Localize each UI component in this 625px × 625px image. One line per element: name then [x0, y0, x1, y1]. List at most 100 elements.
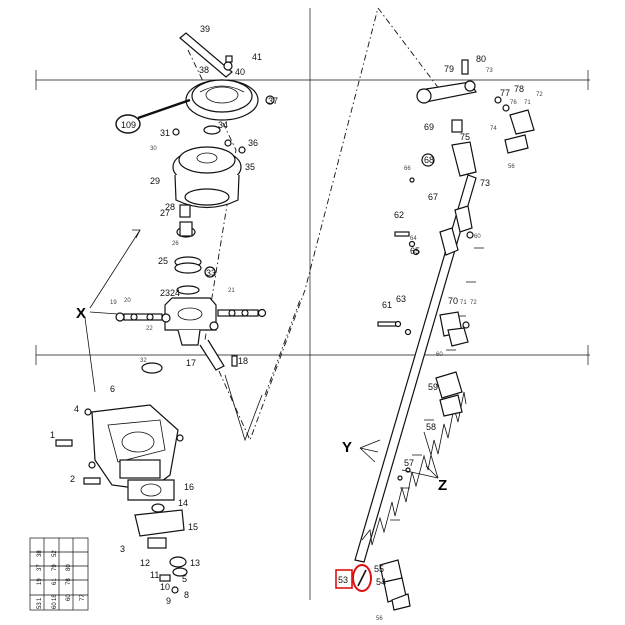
callout-56b: 56 [508, 164, 515, 170]
key-cell-2-1: 61 [52, 578, 58, 585]
callout-74: 74 [490, 126, 497, 132]
callout-36: 36 [248, 138, 258, 148]
callout-6: 6 [110, 384, 115, 394]
callout-9: 9 [166, 596, 171, 606]
callout-32: 32 [140, 358, 147, 364]
key-cell-0-0: 38 [37, 550, 43, 557]
callout-109: 109 [121, 120, 136, 130]
callout-38: 38 [199, 65, 209, 75]
key-cell-2-2: 78 [66, 578, 72, 585]
callout-71b: 71 [460, 300, 467, 306]
x-view-leaders [84, 229, 141, 393]
lower-gearbox-assembly [55, 404, 188, 594]
key-table: 38 52 37 79 80 19 61 78 1 18 60 77 53 60 [29, 537, 89, 611]
callout-73: 73 [486, 68, 493, 74]
callout-39: 39 [200, 24, 210, 34]
callout-22: 22 [146, 326, 153, 332]
callout-16: 16 [184, 482, 194, 492]
callout-62: 62 [394, 210, 404, 220]
view-marker-y: Y [342, 439, 352, 456]
callout-15: 15 [188, 522, 198, 532]
callout-12: 12 [140, 558, 150, 568]
callout-63: 63 [396, 294, 406, 304]
callout-11: 11 [150, 570, 159, 580]
callout-34: 34 [218, 120, 228, 130]
callout-80: 80 [476, 54, 486, 64]
callout-29: 29 [150, 176, 160, 186]
callout-54: 54 [376, 577, 386, 587]
callout-26: 26 [172, 241, 179, 247]
callout-19: 19 [110, 300, 117, 306]
drive-pulley-assembly [115, 32, 275, 374]
callout-75: 75 [460, 132, 470, 142]
callout-31: 31 [160, 128, 170, 138]
key-cell-4-1: 60 [52, 602, 58, 609]
callout-41: 41 [252, 52, 262, 62]
key-cell-4-0: 53 [37, 602, 43, 609]
key-cell-3-0: 1 [37, 597, 43, 601]
callout-28: 28 [165, 202, 175, 212]
callout-8: 8 [184, 590, 189, 600]
callout-79: 79 [444, 64, 454, 74]
callout-55: 55 [374, 564, 384, 574]
callout-33: 33 [206, 268, 216, 278]
callout-2: 2 [70, 474, 75, 484]
callout-35: 35 [245, 162, 255, 172]
view-marker-x: X [76, 305, 86, 322]
callout-58: 58 [426, 422, 436, 432]
key-cell-2-0: 19 [37, 578, 43, 585]
key-cell-1-1: 79 [52, 564, 58, 571]
key-cell-1-2: 80 [66, 564, 72, 571]
callout-73b: 73 [480, 178, 490, 188]
callout-17: 17 [186, 358, 196, 368]
callout-5: 5 [182, 574, 187, 584]
callout-67: 67 [428, 192, 438, 202]
view-marker-z: Z [438, 477, 447, 494]
key-cell-3-2: 60 [66, 594, 72, 601]
callout-37: 37 [268, 96, 278, 106]
callout-60: 60 [474, 234, 481, 240]
callout-20: 20 [124, 298, 131, 304]
callout-24: 24 [170, 288, 180, 298]
callout-21: 21 [228, 288, 235, 294]
callout-3: 3 [120, 544, 125, 554]
callout-76: 76 [510, 100, 517, 106]
key-cell-3-1: 18 [52, 594, 58, 601]
callout-14: 14 [178, 498, 188, 508]
callout-64: 64 [410, 236, 417, 242]
callout-labels: 39 41 38 40 37 31 34 30 36 35 29 27 28 2… [50, 24, 543, 622]
callout-10: 10 [160, 582, 170, 592]
highlight-53: 53 [335, 564, 372, 592]
key-cell-0-1: 52 [52, 550, 58, 557]
callout-13: 13 [190, 558, 200, 568]
callout-66: 66 [404, 166, 411, 172]
callout-78: 78 [514, 84, 524, 94]
callout-72b: 72 [470, 300, 477, 306]
callout-69: 69 [424, 122, 434, 132]
callout-30: 30 [150, 146, 157, 152]
callout-4: 4 [74, 404, 79, 414]
cutter-bar-assembly [354, 59, 535, 611]
y-view-arrows [359, 439, 381, 463]
callout-59: 59 [428, 382, 438, 392]
callout-61: 61 [382, 300, 392, 310]
callout-23: 23 [160, 288, 170, 298]
callout-65: 65 [410, 246, 420, 256]
callout-27: 27 [160, 208, 170, 218]
highlight-label-53: 53 [338, 575, 348, 585]
callout-77: 77 [500, 88, 510, 98]
z-view-leaders [401, 431, 439, 479]
section-lines [35, 8, 590, 600]
callout-18: 18 [238, 356, 248, 366]
callout-25: 25 [158, 256, 168, 266]
key-cell-1-0: 37 [37, 564, 43, 571]
callout-70: 70 [448, 296, 458, 306]
callout-57: 57 [404, 458, 414, 468]
callout-71: 71 [524, 100, 531, 106]
callout-1: 1 [50, 430, 55, 440]
callout-68: 68 [424, 155, 434, 165]
key-cell-3-3: 77 [80, 594, 86, 601]
callout-72: 72 [536, 92, 543, 98]
callout-56: 56 [376, 616, 383, 622]
